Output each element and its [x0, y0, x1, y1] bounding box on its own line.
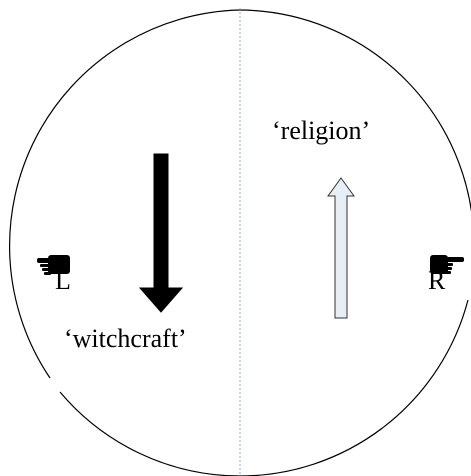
witchcraft-label: ‘witchcraft’	[64, 324, 187, 353]
up-arrow-icon	[327, 177, 355, 319]
right-hand-label: R	[428, 266, 446, 295]
circle-outline	[8, 9, 471, 476]
religion-label: ‘religion’	[272, 116, 371, 145]
pointing-hand-right-icon	[430, 255, 464, 274]
left-hand-label: L	[55, 266, 71, 295]
down-arrow-icon	[138, 153, 184, 313]
pointing-hand-left-icon	[37, 255, 70, 275]
